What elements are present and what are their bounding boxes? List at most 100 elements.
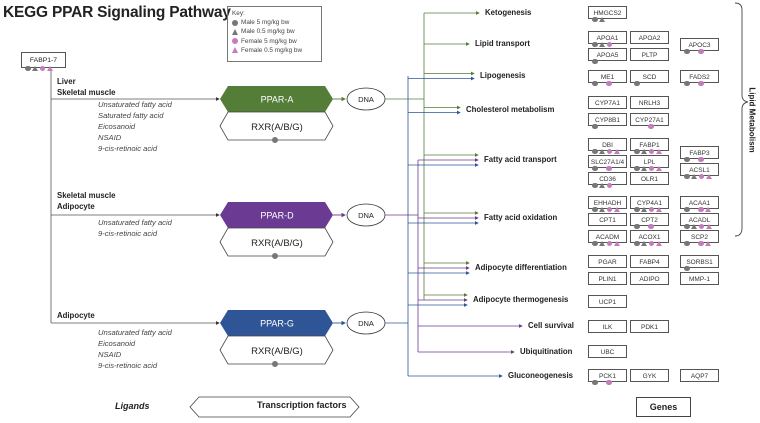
process-fatty-acid-oxidation: Fatty acid oxidation (484, 213, 558, 222)
key-item: Male 0.5 mg/kg bw (232, 27, 317, 36)
gene-olr1[interactable]: OLR1 (630, 172, 669, 185)
dose-markers (592, 123, 619, 129)
gene-ubc[interactable]: UBC (588, 345, 627, 358)
process-lipogenesis: Lipogenesis (480, 71, 526, 80)
dose-markers (592, 148, 620, 154)
female-high-dose-circle-icon (698, 223, 705, 229)
ppar-label: PPAR-G (260, 319, 294, 329)
gene-gyk[interactable]: GYK (630, 369, 669, 382)
gene-acaa1[interactable]: ACAA1 (680, 196, 719, 212)
gene-sorbs1[interactable]: SORBS1 (680, 255, 719, 271)
gene-cyp27a1[interactable]: CYP27A1 (630, 113, 669, 129)
dose-markers (634, 165, 662, 171)
process-ketogenesis: Ketogenesis (485, 8, 532, 17)
rxr-label: RXR(A/B/G) (251, 238, 303, 249)
gene-cyp4a1[interactable]: CYP4A1 (630, 196, 669, 212)
gene-pdk1[interactable]: PDK1 (630, 320, 669, 333)
ppar-d-hexagon[interactable] (220, 202, 333, 228)
gene-scd[interactable]: SCD (630, 70, 669, 86)
gene-mmp-1[interactable]: MMP-1 (680, 272, 719, 285)
gene-acox1[interactable]: ACOX1 (630, 230, 669, 246)
gene-acadm[interactable]: ACADM (588, 230, 627, 246)
process-cell-survival: Cell survival (528, 321, 574, 330)
gene-me1[interactable]: ME1 (588, 70, 627, 86)
gene-pltp[interactable]: PLTP (630, 48, 669, 61)
female-low-dose-triangle-icon (705, 207, 712, 212)
female-high-dose-circle-icon (698, 48, 704, 54)
rxr-hexagon[interactable] (219, 111, 334, 141)
gene-nrlh3[interactable]: NRLH3 (630, 96, 669, 109)
male-high-dose-circle-icon (592, 41, 598, 47)
female-high-dose-circle-icon (606, 240, 613, 246)
gene-apoa5[interactable]: APOA5 (588, 48, 627, 64)
dose-markers (592, 165, 619, 171)
gene-ucp1[interactable]: UCP1 (588, 295, 627, 308)
rxr-hexagon[interactable] (219, 227, 334, 257)
rxr-hexagon[interactable] (219, 335, 334, 365)
gene-fabp3[interactable]: FABP3 (680, 146, 719, 162)
ppar-a-hexagon[interactable] (220, 86, 333, 112)
gene-ehhadh[interactable]: EHHADH (588, 196, 627, 212)
gene-acadl[interactable]: ACADL (680, 213, 719, 229)
process-fatty-acid-transport: Fatty acid transport (484, 155, 557, 164)
gene-lpl[interactable]: LPL (630, 155, 669, 171)
legend-key: Key: Male 5 mg/kg bw Male 0.5 mg/kg bw F… (227, 6, 322, 62)
gene-slc27a1-4[interactable]: SLC27A1/4 (588, 155, 627, 171)
gene-pgar[interactable]: PGAR (588, 255, 627, 268)
female-high-dose-circle-icon (648, 165, 655, 171)
gene-cd36[interactable]: CD36 (588, 172, 627, 188)
dose-markers (592, 240, 620, 246)
ppar-g-hexagon[interactable] (220, 310, 333, 336)
female-high-dose-circle-icon (606, 165, 612, 171)
dose-markers (634, 206, 662, 212)
gene-scp2[interactable]: SCP2 (680, 230, 719, 246)
gene-apoc3[interactable]: APOC3 (680, 38, 719, 54)
ligand-item: Unsaturated fatty acid (98, 100, 172, 109)
gene-adipo[interactable]: ADIPO (630, 272, 669, 285)
dose-markers (25, 65, 53, 71)
gene-cyp8b1[interactable]: CYP8B1 (588, 113, 627, 129)
male-high-dose-circle-icon (592, 16, 598, 22)
gene-dbi[interactable]: DBI (588, 138, 627, 154)
male-low-dose-triangle-icon (599, 183, 606, 188)
gene-ilk[interactable]: ILK (588, 320, 627, 333)
male-high-dose-circle-icon (592, 240, 598, 246)
female-high-dose-circle-icon (606, 148, 613, 154)
gene-apoa1[interactable]: APOA1 (588, 31, 627, 47)
gene-cyp7a1[interactable]: CYP7A1 (588, 96, 627, 109)
gene-fabp1[interactable]: FABP1 (630, 138, 669, 154)
ligand-item: Eicosanoid (98, 339, 136, 348)
dose-markers (592, 58, 619, 64)
female-low-dose-triangle-icon (613, 241, 620, 246)
gene-cpt2[interactable]: CPT2 (630, 213, 669, 229)
male-low-dose-triangle-icon (641, 207, 648, 212)
gene-apoa2[interactable]: APOA2 (630, 31, 669, 44)
gene-pck1[interactable]: PCK1 (588, 369, 627, 385)
female-low-dose-triangle-icon (613, 207, 620, 212)
gene-acsl1[interactable]: ACSL1 (680, 163, 719, 179)
female-high-dose-circle-icon (698, 240, 704, 246)
gene-fabp4[interactable]: FABP4 (630, 255, 669, 268)
male-high-dose-circle-icon (592, 165, 598, 171)
male-high-dose-circle-icon (272, 137, 278, 143)
ligand-item: Unsaturated fatty acid (98, 218, 172, 227)
dose-markers (592, 80, 619, 86)
male-high-dose-circle-icon (634, 165, 640, 171)
male-high-dose-circle-icon (592, 148, 598, 154)
male-low-dose-triangle-icon (691, 174, 698, 179)
gene-aqp7[interactable]: AQP7 (680, 369, 719, 382)
female-low-dose-triangle-icon (613, 149, 620, 154)
dose-markers (684, 156, 711, 162)
gene-fads2[interactable]: FADS2 (680, 70, 719, 86)
gene-hmgcs2[interactable]: HMGCS2 (588, 6, 627, 22)
male-high-dose-circle-icon (634, 223, 640, 229)
process-ubiquitination: Ubiquitination (520, 347, 573, 356)
male-low-dose-triangle-icon (641, 149, 648, 154)
gene-cpt1[interactable]: CPT1 (588, 213, 627, 226)
gene-fabp1-7[interactable]: FABP1-7 (21, 52, 66, 71)
gene-plin1[interactable]: PLIN1 (588, 272, 627, 285)
